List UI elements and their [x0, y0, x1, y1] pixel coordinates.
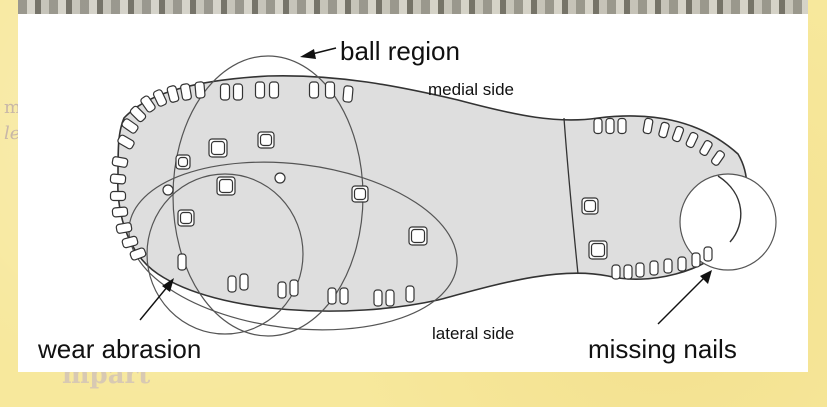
- center-nail: [355, 189, 366, 200]
- center-nail: [592, 244, 605, 257]
- edge-nail: [278, 282, 286, 298]
- small-nail: [275, 173, 285, 183]
- edge-nail: [664, 259, 672, 273]
- edge-nail: [606, 119, 614, 134]
- center-nail: [585, 201, 596, 212]
- center-nail: [179, 158, 188, 167]
- missing-nails-arrow: [658, 270, 712, 324]
- edge-nail: [110, 174, 126, 184]
- ball-region-label: ball region: [340, 36, 460, 67]
- center-nail: [261, 135, 272, 146]
- center-nail: [412, 230, 425, 243]
- edge-nail: [650, 261, 658, 275]
- edge-nail: [116, 222, 132, 233]
- medial-side-label: medial side: [428, 80, 514, 100]
- edge-nail: [594, 119, 602, 134]
- small-nail: [163, 185, 173, 195]
- edge-nail: [270, 82, 279, 98]
- center-nail: [212, 142, 225, 155]
- edge-nail: [234, 84, 243, 100]
- edge-nail: [228, 276, 236, 292]
- ball-region-arrow: [300, 48, 336, 59]
- edge-nail: [406, 286, 414, 302]
- edge-nail: [240, 274, 248, 290]
- center-nail: [220, 180, 233, 193]
- edge-nail: [343, 86, 353, 103]
- edge-nail: [624, 265, 632, 279]
- edge-nail: [256, 82, 265, 98]
- edge-nail: [290, 280, 298, 296]
- edge-nail: [310, 82, 319, 98]
- edge-nail: [340, 288, 348, 304]
- missing-nails-label: missing nails: [588, 334, 737, 365]
- sole-diagram: [18, 14, 808, 372]
- edge-nail: [195, 82, 205, 99]
- edge-nail: [112, 156, 128, 167]
- edge-nail: [221, 84, 230, 100]
- photo-strip: [18, 0, 808, 14]
- lateral-side-label: lateral side: [432, 324, 514, 344]
- edge-nail: [692, 253, 700, 267]
- edge-nail: [112, 207, 128, 217]
- edge-nail: [178, 254, 186, 270]
- edge-nail: [386, 290, 394, 306]
- center-nail: [181, 213, 192, 224]
- edge-nail: [618, 119, 626, 134]
- wear-abrasion-label: wear abrasion: [38, 334, 201, 365]
- edge-nail: [180, 83, 192, 100]
- edge-nail: [678, 257, 686, 271]
- edge-nail: [636, 263, 644, 277]
- edge-nail: [326, 82, 335, 98]
- edge-nail: [704, 247, 712, 261]
- sole-diagram-figure: ball region medial side lateral side wea…: [18, 14, 808, 372]
- edge-nail: [111, 192, 126, 201]
- edge-nail: [374, 290, 382, 306]
- edge-nail: [612, 265, 620, 279]
- wear-abrasion-arrow: [140, 278, 174, 320]
- sole-outline: [118, 76, 747, 311]
- edge-nail: [328, 288, 336, 304]
